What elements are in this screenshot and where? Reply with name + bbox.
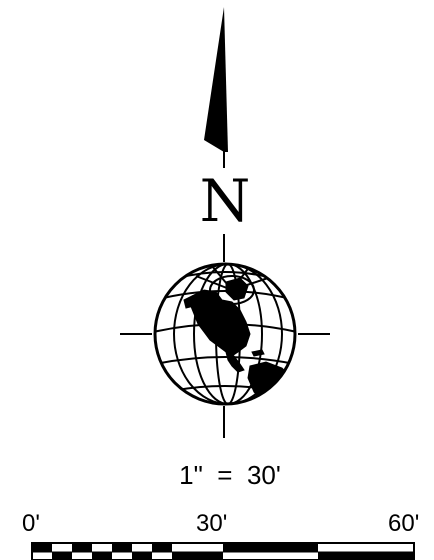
north-arrow-icon bbox=[204, 7, 228, 172]
scale-tick-60: 60' bbox=[388, 510, 420, 537]
north-label: N bbox=[184, 168, 266, 234]
scale-tick-30: 30' bbox=[196, 510, 228, 537]
scale-tick-0: 0' bbox=[22, 510, 40, 537]
globe-icon bbox=[153, 262, 297, 406]
scale-ratio-text: 1" = 30' bbox=[179, 460, 281, 490]
scale-bar bbox=[31, 542, 415, 560]
